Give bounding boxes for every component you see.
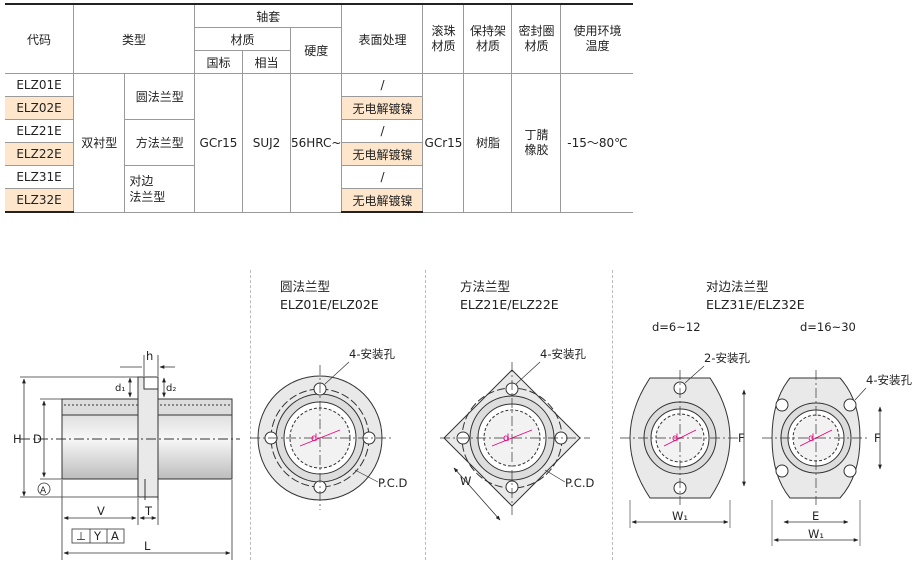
code-cell: ELZ02E <box>5 96 74 120</box>
two-side-holes-4: 4-安装孔 <box>866 373 912 387</box>
surface-cell: / <box>341 73 424 97</box>
tol-A: A <box>111 529 119 543</box>
divider <box>612 270 613 560</box>
tol-Y: Y <box>93 529 102 543</box>
surface-cell: 无电解镀镍 <box>341 188 424 213</box>
flange-square-cell: 方法兰型 <box>124 119 195 166</box>
two-side-title: 对边法兰型 <box>706 279 769 294</box>
hardness-cell: 56HRC~ <box>289 73 343 213</box>
two-side-large-W1: W₁ <box>808 527 824 541</box>
round-flange <box>250 365 392 510</box>
seal-material-cell: 丁腈橡胶 <box>511 73 562 213</box>
range-small: d=6~12 <box>652 320 701 334</box>
square-pcd: P.C.D <box>565 476 594 490</box>
two-side-flange-large <box>762 370 882 546</box>
round-codes: ELZ01E/ELZ02E <box>280 297 379 312</box>
header-equivalent: 相当 <box>242 50 291 74</box>
two-side-codes: ELZ31E/ELZ32E <box>706 297 805 312</box>
code-cell: ELZ21E <box>5 119 74 143</box>
code-cell: ELZ32E <box>5 188 74 213</box>
side-dimensions <box>20 355 233 560</box>
side-view <box>20 376 240 500</box>
two-side-small-d: d <box>672 433 678 444</box>
spec-table: 代码 类型 轴套 表面处理 滚珠材质 保持架材质 密封圈材质 使用环境温度 材质… <box>5 3 634 213</box>
two-side-small-F: F <box>738 431 745 445</box>
header-material: 材质 <box>194 27 291 51</box>
two-side-large-F: F <box>874 431 881 445</box>
round-title: 圆法兰型 <box>280 279 331 294</box>
datum-marker <box>37 482 51 496</box>
two-side-flange-small <box>620 370 746 528</box>
square-d: d <box>503 433 509 444</box>
code-cell: ELZ31E <box>5 165 74 189</box>
divider <box>425 270 426 560</box>
surface-cell: 无电解镀镍 <box>341 96 424 120</box>
square-flange <box>440 362 590 521</box>
square-title: 方法兰型 <box>460 279 511 294</box>
datum-A: A <box>40 486 47 496</box>
national-std-cell: GCr15 <box>194 73 243 213</box>
dim-V: V <box>97 504 105 518</box>
header-cage-material: 保持架材质 <box>463 3 513 74</box>
dim-L: L <box>144 539 151 553</box>
temperature-cell: -15～80℃ <box>560 73 634 213</box>
dim-d1: d₁ <box>115 383 125 394</box>
square-codes: ELZ21E/ELZ22E <box>460 297 559 312</box>
header-hardness: 硬度 <box>289 27 342 74</box>
header-code: 代码 <box>5 3 74 74</box>
code-cell: ELZ22E <box>5 142 74 166</box>
surface-cell: / <box>341 119 424 143</box>
round-d: d <box>311 433 317 444</box>
two-side-holes-2: 2-安装孔 <box>704 351 750 365</box>
two-side-large-E: E <box>812 509 819 523</box>
tol-perp: ⊥ <box>76 529 86 543</box>
dim-h: h <box>146 349 153 363</box>
two-side-small-W1: W₁ <box>672 509 688 523</box>
flange-round-cell: 圆法兰型 <box>124 73 195 120</box>
dim-d2: d₂ <box>166 383 176 394</box>
tolerance-frame <box>71 528 125 544</box>
square-W: W <box>460 474 471 488</box>
surface-cell: / <box>341 165 424 189</box>
surface-cell: 无电解镀镍 <box>341 142 424 166</box>
divider <box>250 270 251 560</box>
header-seal-material: 密封圈材质 <box>511 3 562 74</box>
dim-T: T <box>144 504 153 518</box>
range-large: d=16~30 <box>800 320 856 334</box>
flange-two-side-cell: 对边法兰型 <box>124 165 195 213</box>
square-holes: 4-安装孔 <box>540 347 586 361</box>
two-side-large-d: d <box>808 433 814 444</box>
round-pcd: P.C.D <box>378 476 407 490</box>
round-holes: 4-安装孔 <box>349 347 395 361</box>
dim-H: H <box>13 432 22 446</box>
liner-type-cell: 双衬型 <box>72 73 126 213</box>
dim-D: D <box>33 432 42 446</box>
header-env-temp: 使用环境温度 <box>560 3 634 74</box>
